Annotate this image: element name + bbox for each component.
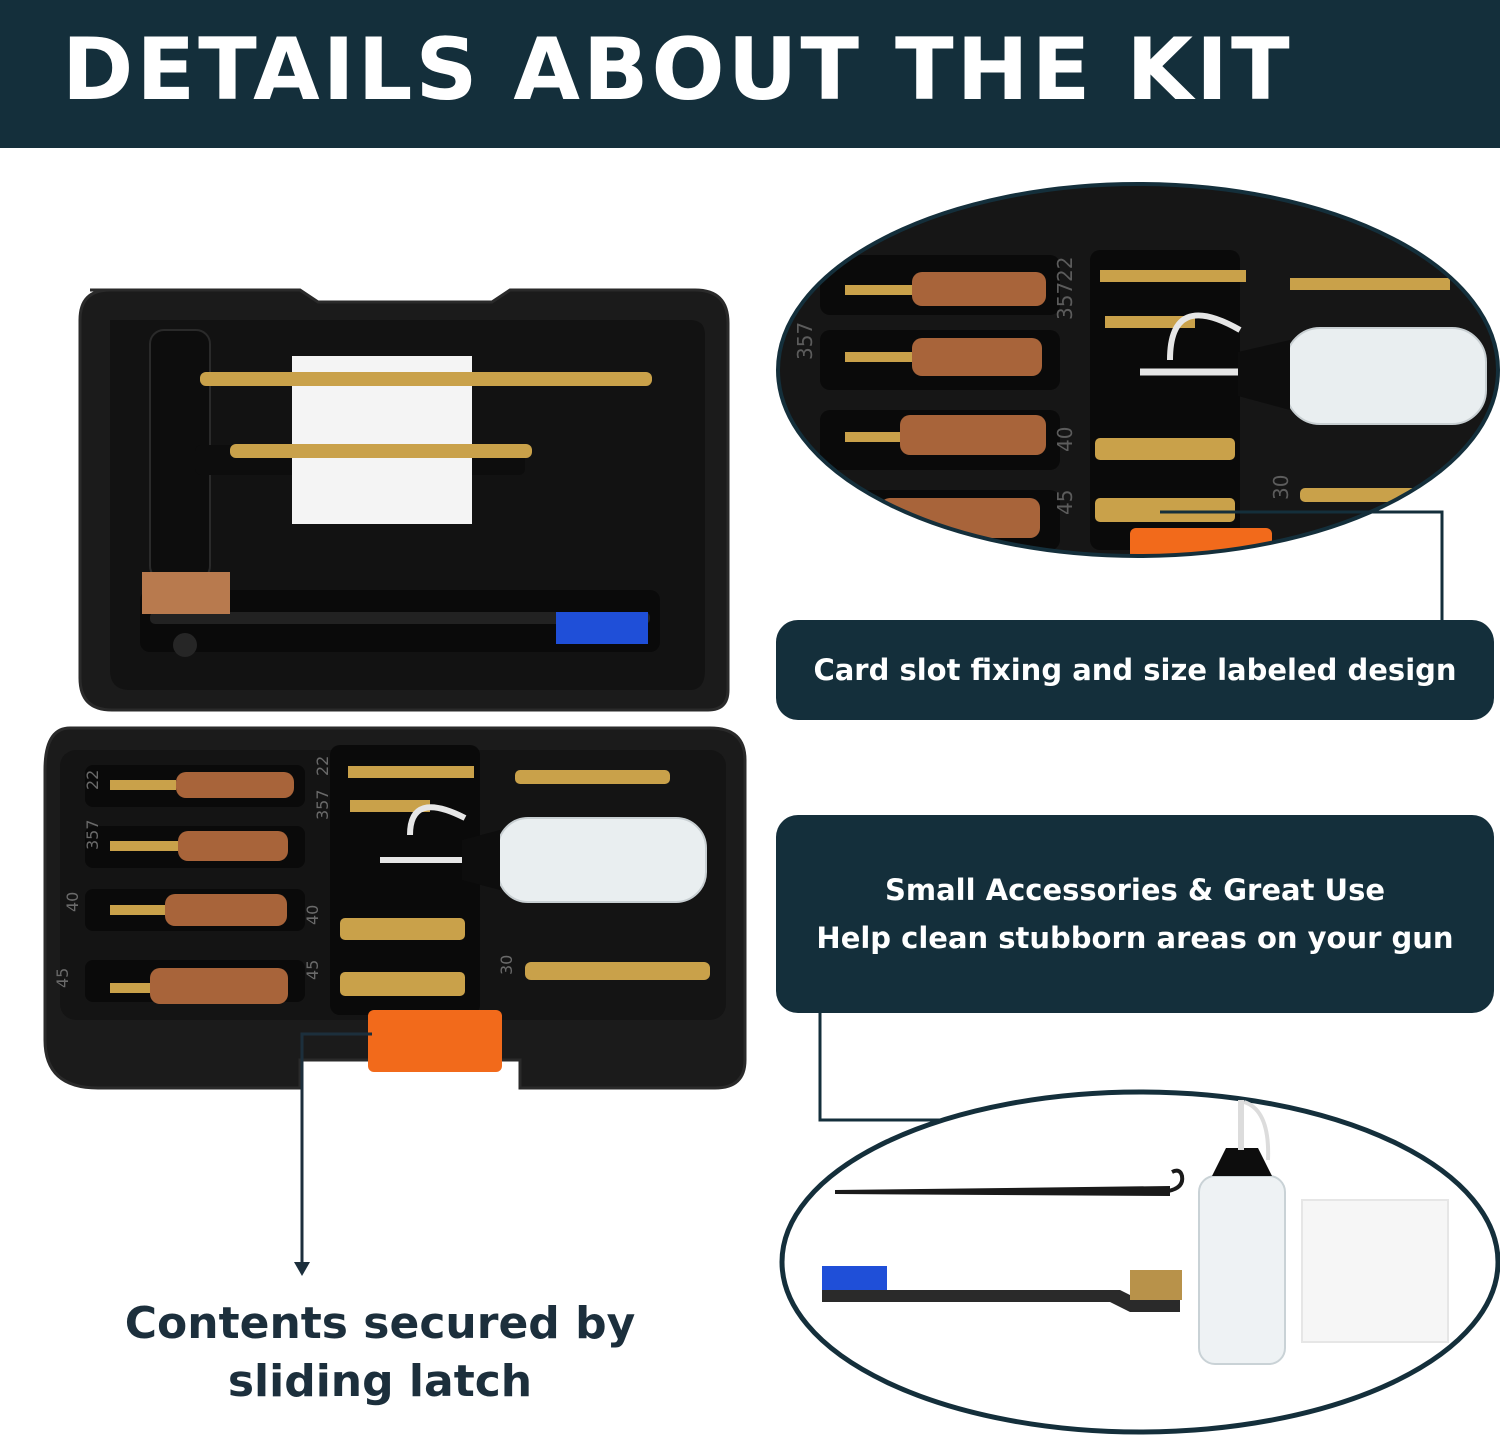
latch-caption-line2: sliding latch (227, 1356, 533, 1407)
title-banner: DETAILS ABOUT THE KIT (0, 0, 1500, 148)
size-label: 30 (497, 955, 516, 975)
page-title: DETAILS ABOUT THE KIT (62, 20, 1293, 120)
callout-accessories: Small Accessories & Great Use Help clean… (776, 815, 1494, 1013)
callout-accessories-line1: Small Accessories & Great Use (884, 873, 1386, 907)
bronze-bristles (142, 572, 230, 614)
size-label: 22 (313, 756, 332, 776)
accessories-oval (779, 1089, 1500, 1435)
size-label: 22 (83, 770, 102, 790)
connector-line (1160, 510, 1444, 622)
size-label: 357 (793, 322, 817, 360)
callout-accessories-line2: Help clean stubborn areas on your gun (816, 921, 1454, 955)
size-label: 45 (303, 960, 322, 980)
size-label: 45 (1053, 490, 1077, 515)
size-label: 45 (53, 968, 72, 988)
jag-set (330, 745, 480, 1015)
latch-caption-line1: Contents secured by (124, 1298, 636, 1349)
brass-rod (230, 444, 532, 458)
sliding-latch (368, 1010, 502, 1072)
slotted-tip (525, 962, 710, 980)
callout-card-slot-text: Card slot fixing and size labeled design (813, 653, 1457, 687)
bore-brush-set (85, 765, 305, 1004)
arrow-head-icon (294, 1262, 310, 1276)
slotted-tip (515, 770, 670, 784)
size-label: 30 (1269, 475, 1293, 500)
oil-bottle (1198, 1100, 1286, 1365)
connector-line (818, 1013, 1008, 1122)
utility-brush (150, 612, 650, 624)
case-lid (78, 288, 730, 712)
size-label: 357 (313, 789, 332, 820)
latch-caption: Contents secured by sliding latch (80, 1295, 680, 1411)
size-label: 357 (83, 819, 102, 850)
oil-bottle (380, 804, 707, 903)
case-base: 22 357 40 45 22 357 40 45 30 (43, 726, 747, 1090)
leader-line (300, 1032, 372, 1262)
brass-rod (200, 372, 652, 386)
size-label: 357 (1053, 282, 1077, 320)
cleaning-patch (1301, 1199, 1449, 1343)
size-label: 40 (303, 905, 322, 925)
nylon-bristles (556, 612, 648, 644)
size-label: 22 (1053, 257, 1077, 282)
cleaning-pick (835, 1168, 1185, 1196)
size-label: 40 (1053, 427, 1077, 452)
callout-card-slot: Card slot fixing and size labeled design (776, 620, 1494, 720)
utility-brush (822, 1266, 1182, 1312)
size-label: 40 (63, 892, 82, 912)
